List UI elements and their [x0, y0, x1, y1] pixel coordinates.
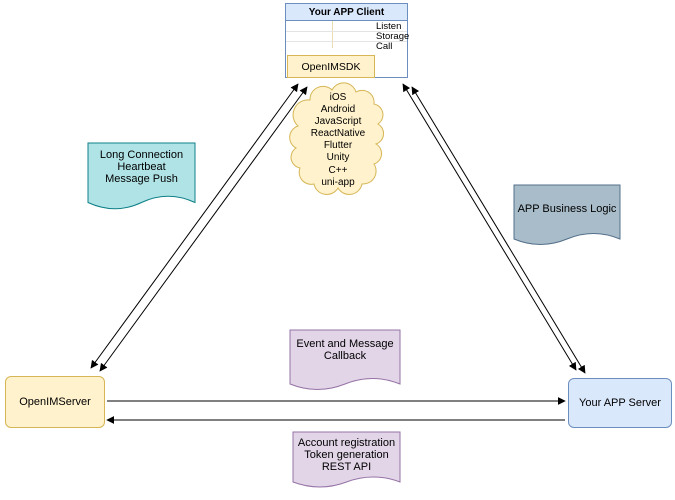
arrow-appserver-appclient-2: [411, 86, 586, 374]
arrow-openimserver-openimsdk-1: [90, 83, 299, 369]
event-callback-line-1: Event and Message: [296, 338, 394, 350]
long-connection-line-1: Long Connection: [99, 149, 184, 161]
account-api-line-1: Account registration: [297, 437, 396, 449]
account-api-callout: Account registration Token generation RE…: [293, 437, 400, 473]
app-client-rows: Listen Storage Call: [286, 21, 410, 62]
openimserver-node: OpenIMServer: [5, 376, 105, 428]
arrow-openimserver-openimsdk-2: [99, 86, 308, 372]
platform-ios: iOS: [329, 92, 347, 103]
platform-unity: Unity: [326, 152, 350, 164]
platform-javascript: JavaScript: [314, 116, 362, 128]
openimsdk-box: OpenIMSDK: [287, 55, 375, 78]
your-app-server-label: Your APP Server: [579, 397, 661, 409]
account-api-line-3: REST API: [321, 461, 372, 473]
client-column-divider: [332, 21, 333, 48]
long-connection-callout: Long Connection Heartbeat Message Push: [88, 149, 195, 185]
client-row-storage: Storage: [376, 31, 410, 42]
long-connection-line-3: Message Push: [105, 173, 178, 185]
event-callback-line-2: Callback: [323, 350, 367, 362]
platform-flutter: Flutter: [323, 140, 353, 152]
client-row-divider-2: [286, 41, 407, 42]
client-row-call: Call: [376, 41, 393, 52]
platform-reactnative: ReactNative: [310, 128, 366, 140]
client-row-listen: Listen: [376, 21, 402, 32]
platform-android: Android: [320, 104, 356, 116]
platform-cpp: C++: [328, 164, 348, 176]
long-connection-line-2: Heartbeat: [117, 161, 166, 173]
your-app-server-node: Your APP Server: [568, 378, 672, 428]
app-client-title-label: Your APP Client: [308, 6, 385, 18]
account-api-doc-shape: [292, 431, 401, 488]
app-business-logic-line-1: APP Business Logic: [517, 203, 617, 215]
event-callback-callout: Event and Message Callback: [290, 338, 400, 362]
platform-cloud-text: iOS Android JavaScript ReactNative Flutt…: [293, 92, 383, 189]
openimsdk-label: OpenIMSDK: [301, 60, 361, 73]
app-client-title: Your APP Client: [286, 4, 407, 21]
event-callback-doc-shape: [289, 329, 401, 390]
account-api-line-2: Token generation: [304, 449, 389, 461]
client-row-divider-1: [286, 31, 407, 32]
app-business-logic-callout: APP Business Logic: [514, 203, 620, 215]
openimserver-label: OpenIMServer: [19, 396, 91, 408]
platform-uniapp: uni-app: [321, 176, 355, 188]
